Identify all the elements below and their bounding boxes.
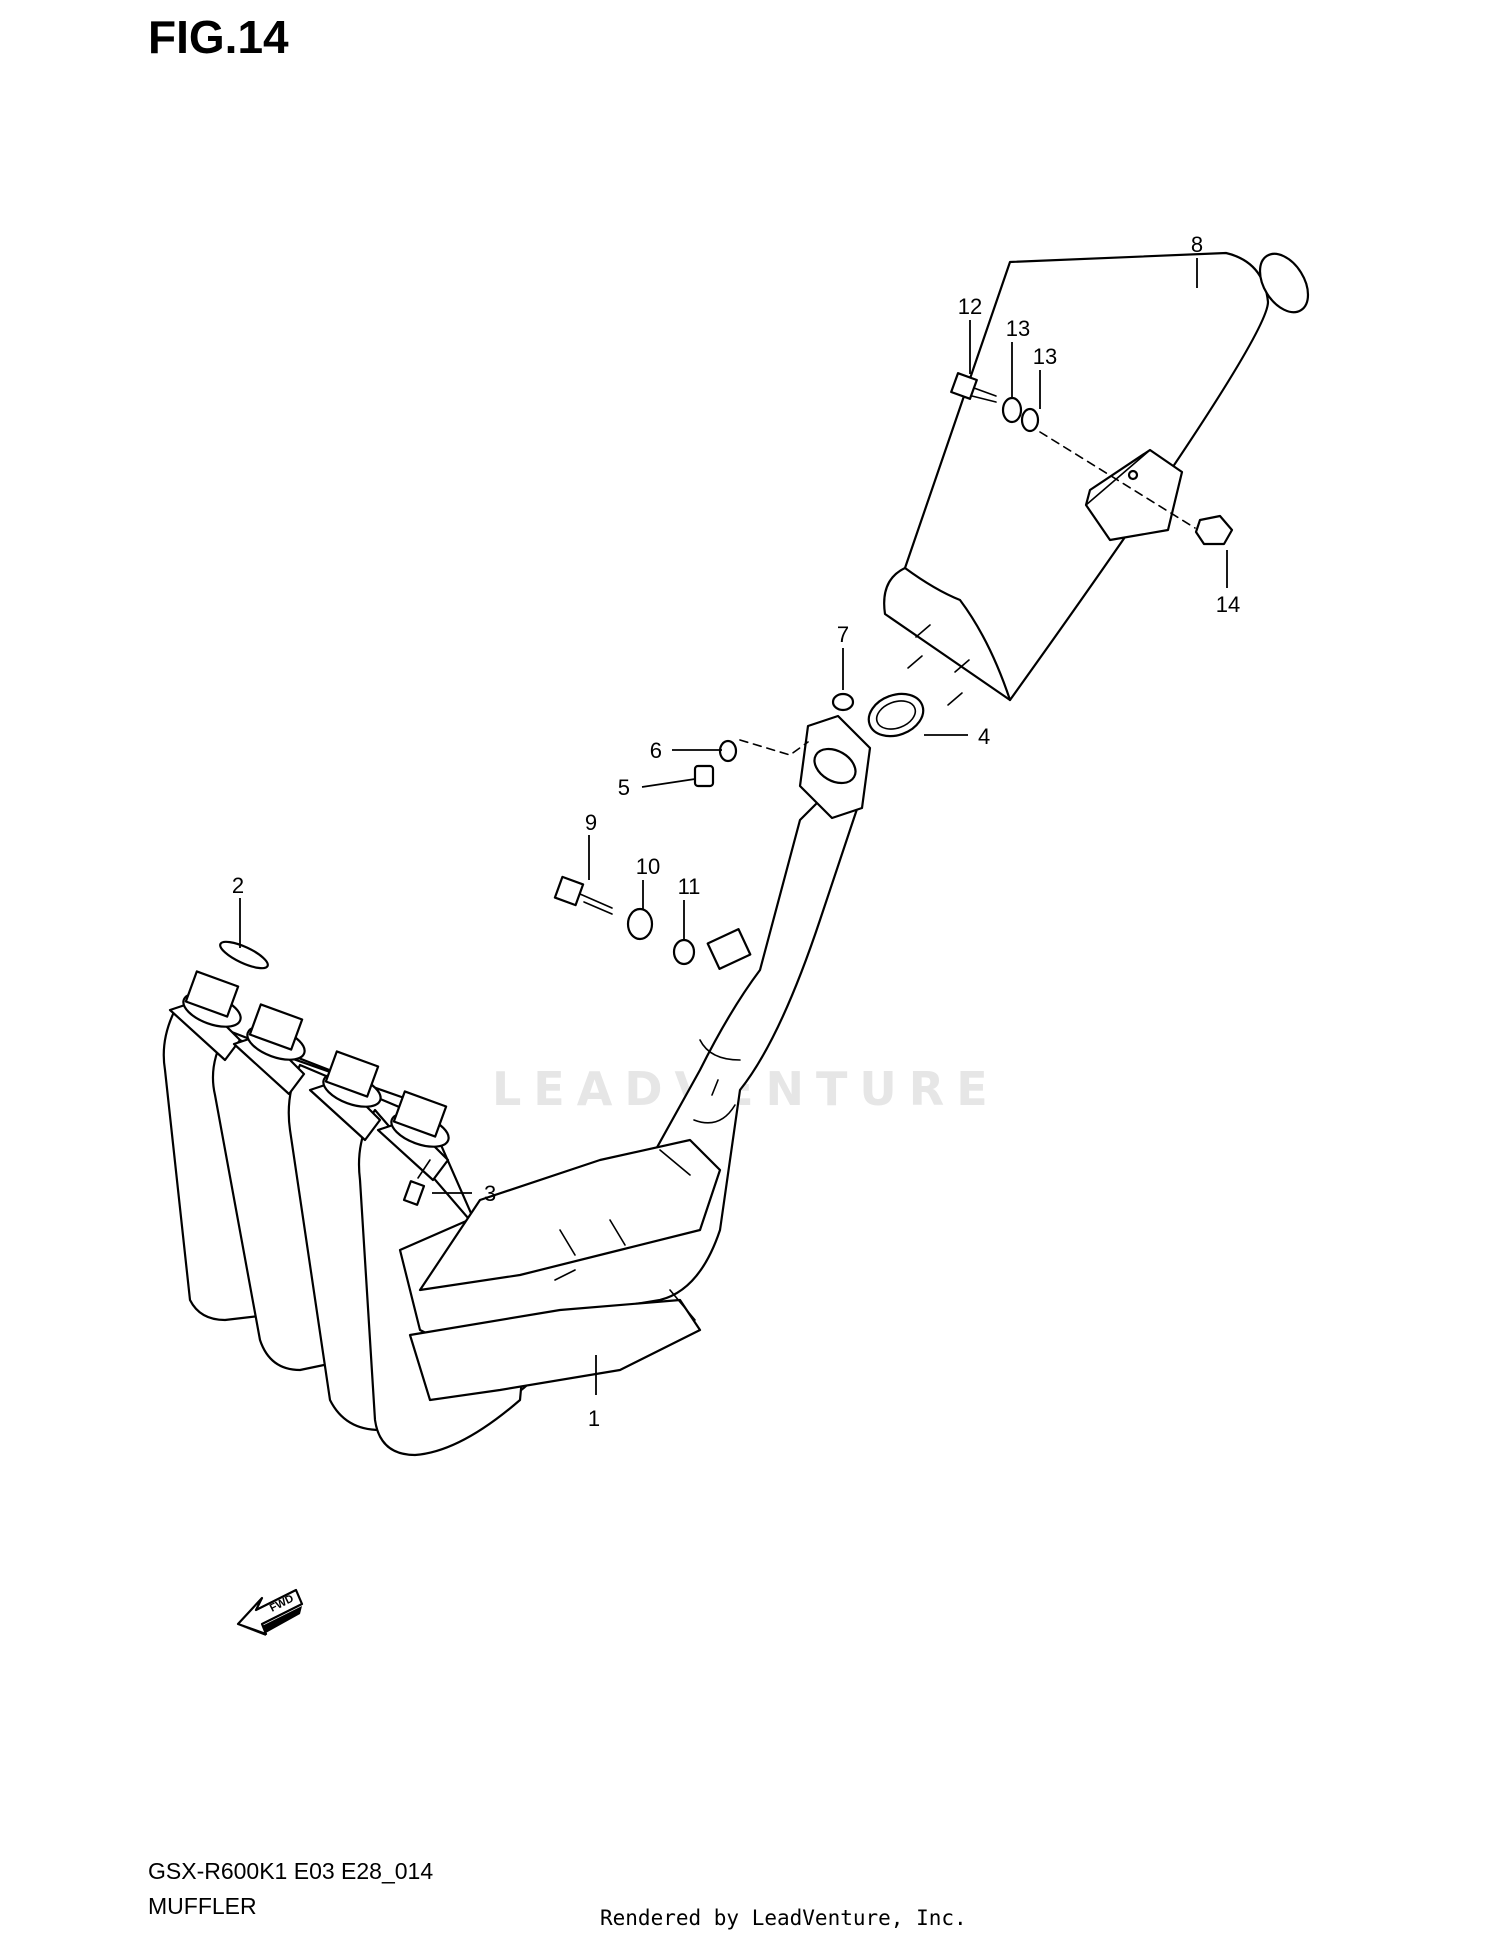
callout-5: 5 xyxy=(618,775,630,800)
callout-10: 10 xyxy=(636,854,660,879)
washer-part-13a xyxy=(1001,396,1023,424)
callout-9: 9 xyxy=(585,810,597,835)
figure-title: FIG.14 xyxy=(148,11,289,63)
callout-7: 7 xyxy=(837,622,849,647)
render-credit: Rendered by LeadVenture, Inc. xyxy=(600,1906,967,1930)
bolt-part-12 xyxy=(950,372,997,403)
leader-lines xyxy=(239,258,1228,1395)
washer-part-6 xyxy=(718,739,738,763)
callout-8: 8 xyxy=(1191,232,1203,257)
muffler-part-8 xyxy=(883,251,1310,706)
callout-11: 11 xyxy=(678,874,701,899)
callout-6: 6 xyxy=(650,738,662,763)
muffler-studs xyxy=(907,624,970,706)
diagram-name: MUFFLER xyxy=(148,1893,257,1919)
callout-12: 12 xyxy=(958,294,982,319)
nut-part-14 xyxy=(1194,514,1234,546)
washer-part-11 xyxy=(672,938,696,966)
header-flanges xyxy=(168,970,450,1182)
gasket-part-2 xyxy=(219,940,269,970)
gasket-part-7 xyxy=(831,692,855,712)
callout-13a: 13 xyxy=(1006,316,1030,341)
plug-part-5 xyxy=(693,764,715,788)
callout-1: 1 xyxy=(588,1406,600,1431)
alignment-line-13 xyxy=(1039,431,1196,529)
diagram-code: GSX-R600K1 E03 E28_014 xyxy=(148,1858,434,1884)
gasket-part-4 xyxy=(867,692,925,738)
fwd-arrow-icon: FWD xyxy=(236,1588,304,1636)
callout-3: 3 xyxy=(484,1181,496,1206)
callout-2: 2 xyxy=(232,873,244,898)
callout-13b: 13 xyxy=(1033,344,1057,369)
bolt-part-3 xyxy=(402,1159,431,1206)
washer-part-13b xyxy=(1020,407,1040,433)
cushion-part-10 xyxy=(626,907,654,941)
callout-4: 4 xyxy=(978,724,990,749)
callout-14: 14 xyxy=(1216,592,1240,617)
exhaust-pipe-part-1 xyxy=(162,714,872,1457)
bolt-part-9 xyxy=(553,875,613,915)
alignment-line-6 xyxy=(739,739,809,756)
